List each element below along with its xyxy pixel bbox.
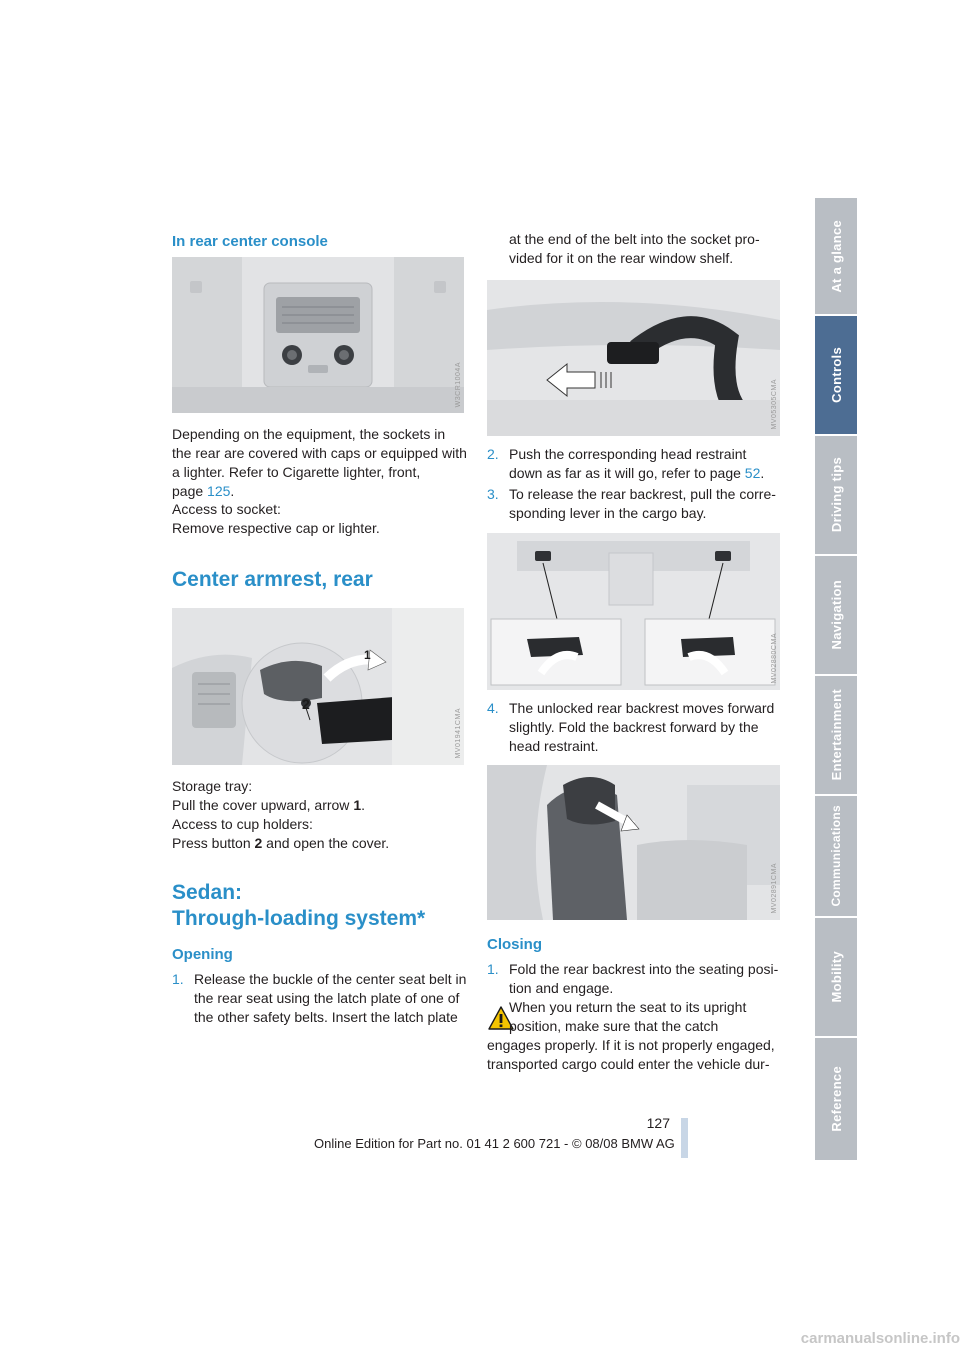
paragraph-sockets: Depending on the equipment, the sockets … [172,426,467,499]
figure-fold-backrest: MV02891CMA [487,765,780,920]
page-link-125[interactable]: 125 [207,483,231,499]
figure-center-armrest: 2 1 MV01941CMA [172,608,464,765]
watermark: carmanualsonline.info [800,1330,960,1347]
heading-center-armrest: Center armrest, rear [172,568,373,591]
paragraph-access-socket: Access to socket: Remove respective cap … [172,501,380,536]
callout-1: 1 [364,648,371,662]
tab-entertainment[interactable]: Entertainment [815,676,857,794]
tab-navigation[interactable]: Navigation [815,556,857,674]
figure-code: W3CR1004A [455,361,462,407]
heading-closing: Closing [487,936,542,953]
edition-line: Online Edition for Part no. 01 41 2 600 … [314,1136,675,1151]
heading-rear-console: In rear center console [172,233,328,250]
tab-driving-tips[interactable]: Driving tips [815,436,857,554]
figure-code: MV02880CMA [771,633,778,684]
list-item-opening-1-continued: at the end of the belt into the socket p… [509,231,760,266]
heading-sedan: Sedan: Through-loading system* [172,881,426,930]
tab-reference[interactable]: Reference [815,1038,857,1160]
page-marker-bar [681,1118,688,1158]
warning-note: When you return the seat to its upright … [487,999,775,1072]
figure-code: MV05305CMA [771,379,778,430]
list-item-opening-3: 3. To release the rear backrest, pull th… [487,486,776,521]
tab-mobility[interactable]: Mobility [815,918,857,1036]
figure-belt-socket: MV05305CMA [487,280,780,436]
tab-communications[interactable]: Communications [815,796,857,916]
warning-icon [488,1006,514,1030]
callout-2: 2 [302,696,310,712]
list-item-opening-1: 1. Release the buckle of the center seat… [172,971,467,1025]
paragraph-storage-tray: Storage tray: Pull the cover upward, arr… [172,778,365,813]
heading-opening: Opening [172,946,233,963]
page-number: 127 [646,1115,670,1131]
figure-code: MV01941CMA [455,708,462,759]
list-item-opening-2: 2. Push the corresponding head restraint… [487,446,765,481]
tab-at-a-glance[interactable]: At a glance [815,198,857,314]
figure-cargo-levers: MV02880CMA [487,533,780,690]
tab-controls[interactable]: Controls [815,316,857,434]
list-item-closing-1: 1. Fold the rear backrest into the seati… [487,961,779,996]
page-link-52[interactable]: 52 [744,465,761,481]
figure-rear-console: W3CR1004A [172,257,464,413]
figure-code: MV02891CMA [771,863,778,914]
paragraph-cup-holders: Access to cup holders: Press button 2 an… [172,816,390,851]
list-item-opening-4: 4. The unlocked rear backrest moves forw… [487,700,775,754]
